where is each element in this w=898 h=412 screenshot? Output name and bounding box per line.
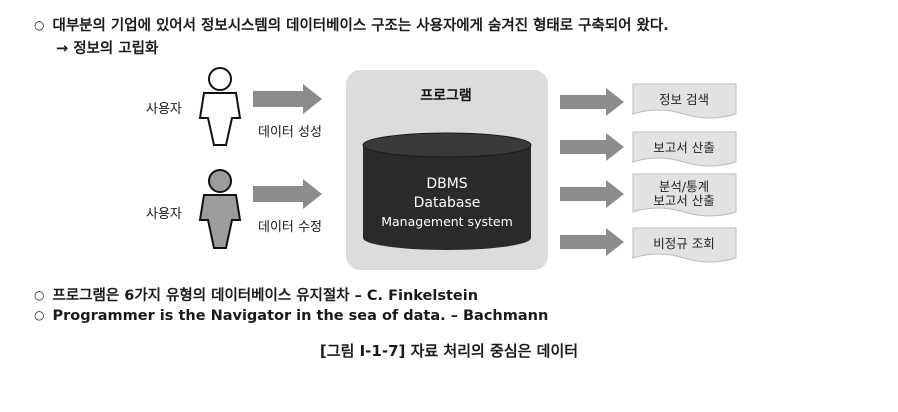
output-label-3-line: 보고서 산출	[653, 193, 714, 208]
note-1-text: 프로그램은 6가지 유형의 데이터베이스 유지절차 – C. Finkelste…	[52, 288, 479, 304]
output-label-4: 비정규 조회	[653, 236, 714, 251]
arrow-output-2	[560, 133, 624, 161]
db-line-management: Management system	[381, 214, 513, 229]
bullet-icon: ○	[34, 308, 45, 322]
output-label-3-line: 분석/통계	[659, 179, 709, 194]
user-action-1: 데이터 성성	[258, 125, 322, 140]
program-title: 프로그램	[420, 87, 472, 104]
user-label-2: 사용자	[146, 207, 182, 222]
bullet-icon: ○	[34, 288, 45, 302]
db-line-database: Database	[414, 195, 481, 211]
output-box-3	[632, 173, 737, 217]
output-label-1: 정보 검색	[659, 92, 709, 107]
note-2-text: Programmer is the Navigator in the sea o…	[52, 308, 549, 324]
db-line-dbms: DBMS	[426, 176, 467, 192]
note-1: ○ 프로그램은 6가지 유형의 데이터베이스 유지절차 – C. Finkelst…	[34, 284, 478, 305]
database-cylinder	[362, 132, 532, 250]
output-box-1	[632, 83, 737, 119]
intro-line-2: → 정보의 고립화	[56, 41, 159, 57]
user-label-1: 사용자	[146, 102, 182, 117]
intro-line-1: ○ 대부분의 기업에 있어서 정보시스템의 데이터베이스 구조는 사용자에게 숨겨…	[34, 14, 669, 35]
arrow-input-1	[253, 84, 322, 114]
arrow-output-3	[560, 180, 624, 208]
arrow-output-4	[560, 228, 624, 256]
user-action-2: 데이터 수정	[258, 220, 322, 235]
output-label-2: 보고서 산출	[653, 140, 714, 155]
figure-caption: [그림 Ⅰ-1-7] 자료 처리의 중심은 데이터	[319, 342, 579, 360]
intro-line-1-text: 대부분의 기업에 있어서 정보시스템의 데이터베이스 구조는 사용자에게 숨겨진…	[52, 18, 669, 34]
output-box-4	[632, 227, 737, 263]
output-box-2	[632, 131, 737, 167]
note-2: ○ Programmer is the Navigator in the sea …	[34, 308, 548, 324]
user-figure-1	[198, 67, 242, 146]
arrow-input-2	[253, 179, 322, 209]
bullet-icon: ○	[34, 18, 45, 32]
arrow-output-1	[560, 88, 624, 116]
user-figure-2	[198, 169, 242, 249]
